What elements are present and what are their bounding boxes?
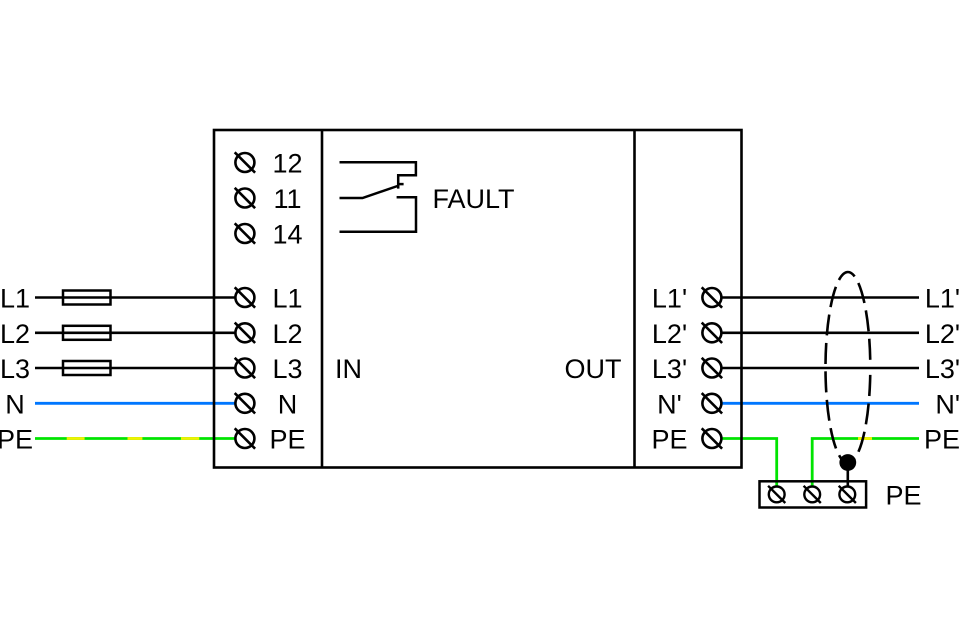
svg-text:L1': L1' xyxy=(652,284,687,314)
svg-text:12: 12 xyxy=(272,149,302,179)
svg-text:PE: PE xyxy=(651,425,687,455)
svg-text:PE: PE xyxy=(924,425,960,455)
svg-text:L3': L3' xyxy=(925,354,960,384)
svg-text:L3': L3' xyxy=(652,354,687,384)
svg-text:N': N' xyxy=(935,389,960,419)
svg-text:OUT: OUT xyxy=(565,354,622,384)
svg-text:N: N xyxy=(5,389,25,419)
svg-text:14: 14 xyxy=(272,220,302,250)
svg-text:L1: L1 xyxy=(272,284,302,314)
svg-text:L2': L2' xyxy=(925,319,960,349)
svg-text:L2: L2 xyxy=(272,319,302,349)
svg-text:PE: PE xyxy=(0,425,33,455)
svg-text:11: 11 xyxy=(273,184,301,214)
svg-text:L1': L1' xyxy=(925,284,960,314)
svg-text:PE: PE xyxy=(886,480,922,510)
svg-text:IN: IN xyxy=(335,354,362,384)
svg-text:FAULT: FAULT xyxy=(433,184,515,214)
svg-text:L2': L2' xyxy=(652,319,687,349)
svg-text:L1: L1 xyxy=(0,284,30,314)
svg-text:PE: PE xyxy=(269,425,305,455)
svg-text:L3: L3 xyxy=(272,354,302,384)
svg-text:N': N' xyxy=(657,389,682,419)
svg-text:L2: L2 xyxy=(0,319,30,349)
svg-text:N: N xyxy=(278,389,298,419)
svg-text:L3: L3 xyxy=(0,354,30,384)
